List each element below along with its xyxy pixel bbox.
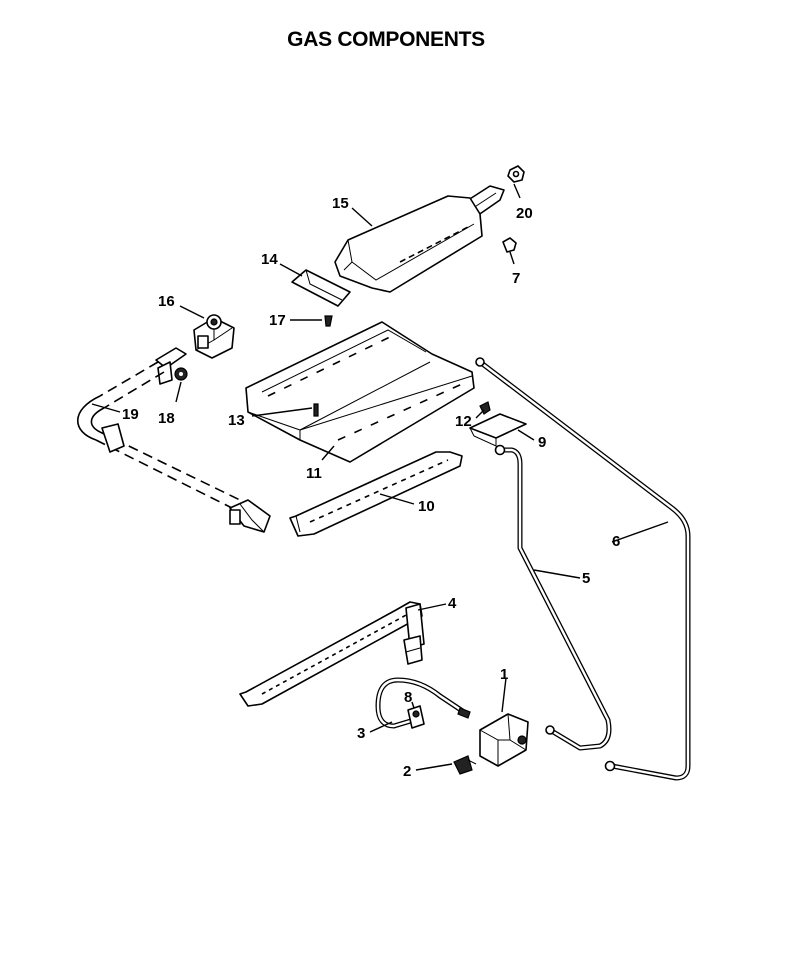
bracket-part-14	[291, 269, 351, 307]
callout-18: 18	[158, 410, 175, 427]
callout-1: 1	[500, 666, 508, 683]
bake-burner-tube-part-19	[77, 347, 271, 533]
callout-11: 11	[306, 465, 322, 482]
callout-10: 10	[418, 498, 435, 515]
callout-9: 9	[538, 434, 546, 451]
callout-19: 19	[122, 406, 139, 423]
callout-5: 5	[582, 570, 590, 587]
burner-part-4	[239, 601, 425, 707]
callout-15: 15	[332, 195, 349, 212]
screw-part-13	[313, 403, 319, 417]
callout-6: 6	[612, 533, 620, 550]
bracket-part-9	[469, 413, 527, 447]
callout-8: 8	[404, 689, 412, 706]
nut-part-20	[507, 165, 525, 183]
broil-burner-shield	[334, 185, 505, 293]
safety-valve-part-1	[479, 713, 529, 767]
clip-part-2	[453, 755, 477, 775]
callout-3: 3	[357, 725, 365, 742]
nut-part-7	[502, 237, 517, 253]
baffle-tray-part-11	[245, 321, 475, 463]
callout-12: 12	[455, 413, 472, 430]
fitting-part-18	[174, 367, 188, 381]
bake-burner-part-10	[289, 451, 463, 537]
valve-part-16	[193, 314, 235, 359]
callout-17: 17	[269, 312, 286, 329]
gas-line-part-6	[475, 357, 691, 781]
callout-16: 16	[158, 293, 175, 310]
callout-2: 2	[403, 763, 411, 780]
callout-20: 20	[516, 205, 533, 222]
leader-lines	[91, 183, 669, 771]
callout-14: 14	[261, 251, 278, 268]
callout-13: 13	[228, 412, 245, 429]
gas-line-part-5	[494, 444, 612, 751]
screw-part-17	[324, 315, 333, 327]
diagram-title: GAS COMPONENTS	[287, 28, 485, 51]
pilot-line-part-3	[375, 677, 471, 729]
fitting-part-8	[407, 705, 425, 729]
callout-4: 4	[448, 595, 457, 612]
callout-7: 7	[512, 270, 520, 287]
